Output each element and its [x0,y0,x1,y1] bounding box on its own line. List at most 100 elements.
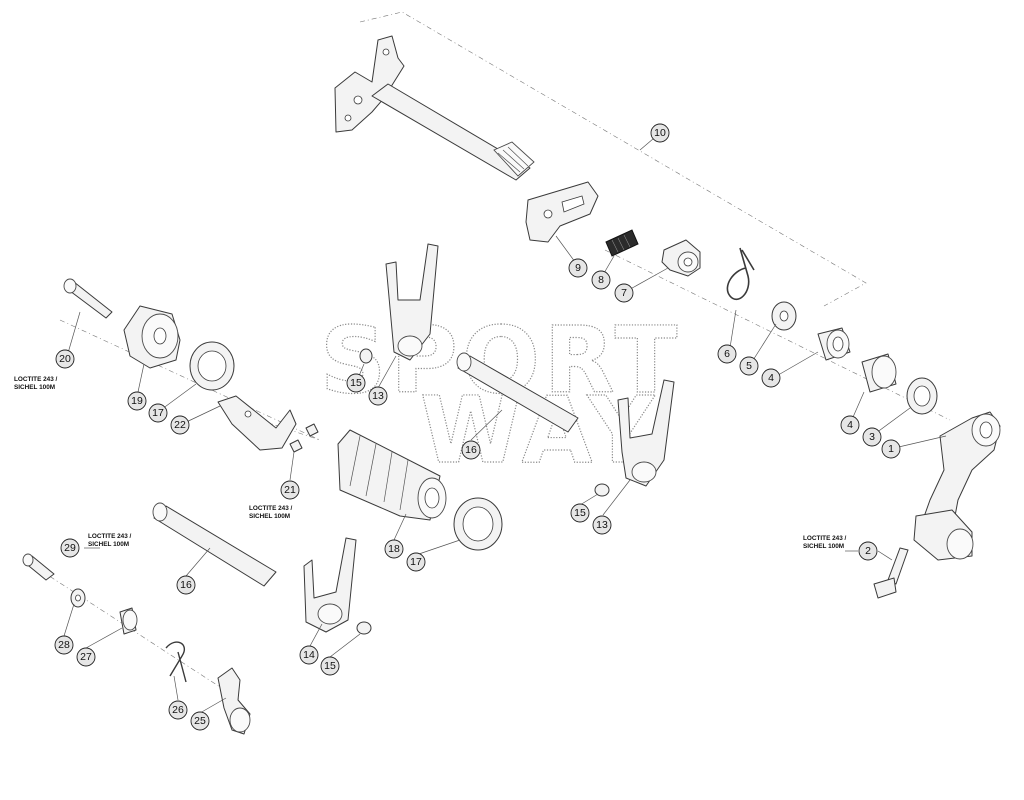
note-29-line-1: LOCTITE 243 / [88,533,132,540]
svg-text:7: 7 [621,287,627,299]
svg-text:13: 13 [596,519,608,531]
svg-text:4: 4 [847,419,853,431]
callout-17-left: 17 [148,403,168,423]
callout-17-right: 17 [406,552,426,572]
note-2-line-1: LOCTITE 243 / [803,535,847,542]
shift-drum-18 [337,429,447,521]
svg-text:18: 18 [388,543,400,555]
shift-lever-1 [913,411,1001,561]
svg-text:15: 15 [350,377,362,389]
washer-5 [771,301,797,331]
callout-1: 1 [881,439,901,459]
svg-text:27: 27 [80,651,92,663]
svg-text:3: 3 [869,431,875,443]
callout-3: 3 [862,427,882,447]
callout-22: 22 [170,415,190,435]
bearing-17-right [453,497,503,551]
callout-21: 21 [280,480,300,500]
callout-15-upper: 15 [346,373,366,393]
clip-6 [726,247,755,301]
note-29-line-2: SICHEL 100M [88,541,129,548]
assembly-line-10 [359,11,867,307]
callout-18: 18 [384,539,404,559]
bolt-29 [22,553,55,581]
svg-text:17: 17 [152,407,164,419]
svg-text:26: 26 [172,704,184,716]
svg-text:22: 22 [174,419,186,431]
callout-16-upper: 16 [461,440,481,460]
assembly-line-right [604,249,951,421]
svg-text:16: 16 [180,579,192,591]
svg-text:28: 28 [58,639,70,651]
spring-clip-26 [165,641,187,683]
lever-25 [217,667,251,735]
star-wheel-19 [123,305,181,369]
svg-text:10: 10 [654,127,666,139]
bolt-20 [63,278,113,319]
callout-4-upper: 4 [761,368,781,388]
spring-8 [605,229,639,257]
callout-7: 7 [614,283,634,303]
roller-15-right [594,483,610,497]
callout-10: 10 [650,123,670,143]
svg-text:9: 9 [575,262,581,274]
callout-4-lower: 4 [840,415,860,435]
svg-text:8: 8 [598,274,604,286]
callout-13-upper: 13 [368,386,388,406]
roller-15-upper [359,348,373,364]
svg-text:13: 13 [372,390,384,402]
svg-text:21: 21 [284,484,296,496]
note-2-line-2: SICHEL 100M [803,543,844,550]
callouts: 10 9 8 7 6 5 4 4 3 1 2 20 19 17 22 15 13… [54,123,901,731]
callout-19: 19 [127,391,147,411]
roller-15-lower [356,621,372,635]
screws-21 [289,423,319,453]
callout-8: 8 [591,270,611,290]
callout-29: 29 [60,538,80,558]
callout-9: 9 [568,258,588,278]
callout-15-right: 15 [570,503,590,523]
ring-3 [906,377,938,415]
svg-text:5: 5 [746,360,752,372]
svg-text:1: 1 [888,443,894,455]
callout-13-lower: 13 [592,515,612,535]
assembly-line-lower [39,569,241,701]
shift-fork-13-lower [617,379,675,487]
note-20-line-2: SICHEL 100M [14,384,55,391]
bearing-17-left [189,341,235,391]
washer-28 [70,588,86,608]
bushing-4-upper [817,327,851,361]
detent-lever-7 [661,239,701,277]
fork-rail-16-upper [456,352,579,433]
sleeve-27 [119,607,138,635]
callout-2: 2 [858,541,878,561]
guide-plate-22 [217,395,297,451]
svg-text:17: 17 [410,556,422,568]
callout-15-lower: 15 [320,656,340,676]
svg-text:14: 14 [303,649,315,661]
svg-text:2: 2 [865,545,871,557]
callout-6: 6 [717,344,737,364]
note-21-line-1: LOCTITE 243 / [249,505,293,512]
callout-25: 25 [190,711,210,731]
note-21-line-2: SICHEL 100M [249,513,290,520]
svg-text:19: 19 [131,395,143,407]
fork-rail-16-lower [152,502,277,587]
loctite-notes: LOCTITE 243 / SICHEL 100M LOCTITE 243 / … [14,376,847,550]
svg-text:20: 20 [59,353,71,365]
callout-26: 26 [168,700,188,720]
bushing-4-lower [861,353,897,393]
callout-27: 27 [76,647,96,667]
svg-text:16: 16 [465,444,477,456]
svg-text:29: 29 [64,542,76,554]
callout-14: 14 [299,645,319,665]
shift-fork-13-upper [385,243,439,361]
svg-text:15: 15 [574,507,586,519]
note-20-line-1: LOCTITE 243 / [14,376,58,383]
svg-text:25: 25 [194,715,206,727]
svg-text:4: 4 [768,372,774,384]
bolt-2 [873,547,909,599]
callout-20: 20 [55,349,75,369]
callout-16-lower: 16 [176,575,196,595]
